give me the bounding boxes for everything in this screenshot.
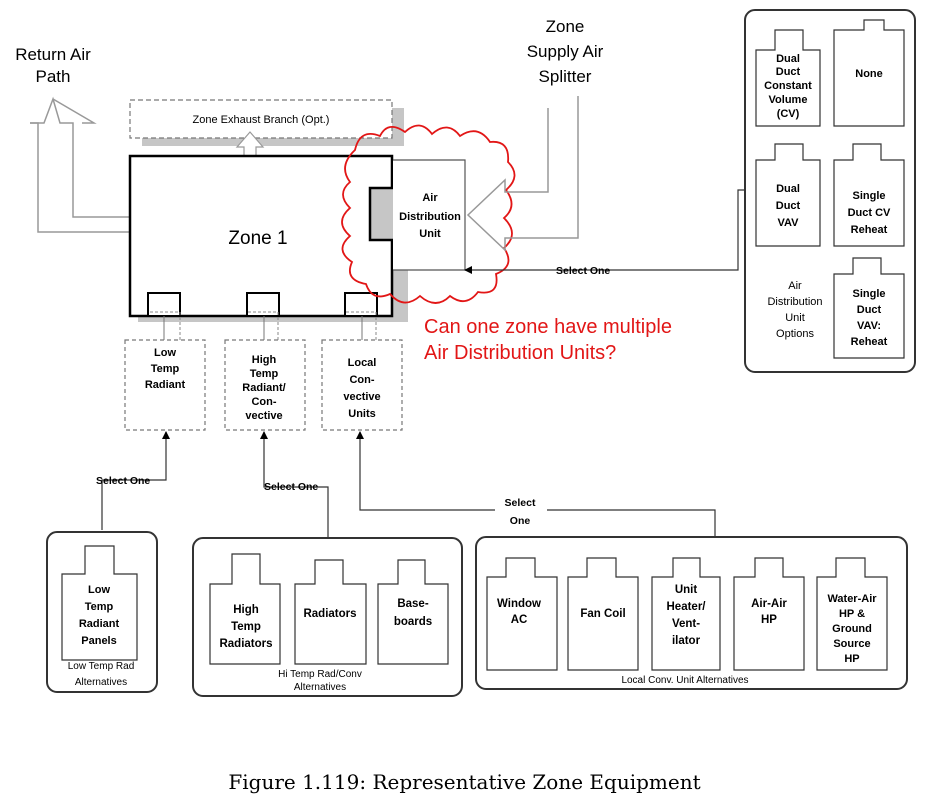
adu-option-4-line1: Single — [852, 190, 885, 202]
low-alt-label-line1: Low Temp Rad — [68, 661, 135, 672]
hi-alt-2-line1: Radiators — [303, 608, 356, 620]
adu-option-3-line1: Dual — [776, 183, 800, 195]
local-line1: Local — [348, 357, 377, 369]
zone-1-label: Zone 1 — [228, 228, 287, 249]
hi-alt-3-line1: Base- — [397, 598, 428, 610]
hi-alt-1-line3: Radiators — [219, 638, 272, 650]
adu-options-label-line1: Air — [788, 280, 802, 292]
low-temp-alternatives: Low Temp Radiant Panels Low Temp Rad Alt… — [46, 531, 158, 693]
adu-option-4-line2: Duct CV — [848, 207, 891, 219]
adu-option-5-line4: Reheat — [851, 336, 888, 348]
zone-equipment-types: Low Temp Radiant High Temp Radiant/ Con-… — [124, 311, 403, 431]
question-line2: Air Distribution Units? — [424, 342, 616, 364]
low-temp-line3: Radiant — [145, 379, 186, 391]
question-cloud: Can one zone have multiple Air Distribut… — [341, 124, 672, 364]
local-alt-3-line2: Heater/ — [667, 601, 707, 613]
adu-option-5-line3: VAV: — [857, 320, 881, 332]
zone-supply-label-line3: Splitter — [539, 67, 592, 86]
local-select-label-line2: One — [510, 515, 531, 527]
hi-alt-1-line2: Temp — [231, 621, 261, 633]
adu-select-one-label: Select One — [556, 265, 610, 277]
zone-exhaust-branch: Zone Exhaust Branch (Opt.) — [129, 99, 404, 155]
adu-option-1-line5: (CV) — [777, 108, 800, 120]
figure-caption: Figure 1.119: Representative Zone Equipm… — [228, 770, 701, 794]
local-alt-3-line1: Unit — [675, 584, 698, 596]
zone-supply-label-line1: Zone — [546, 17, 585, 36]
local-line2: Con- — [349, 374, 374, 386]
adu-options-panel: Dual Duct Constant Volume (CV) None Dual… — [744, 9, 916, 373]
question-line1: Can one zone have multiple — [424, 316, 672, 338]
zone-supply-air-splitter: Zone Supply Air Splitter — [466, 17, 604, 252]
local-alt-2-line1: Fan Coil — [580, 608, 625, 620]
low-temp-line2: Temp — [151, 363, 180, 375]
high-temp-line4: Con- — [251, 396, 276, 408]
zone-1-box: Zone 1 — [128, 154, 408, 322]
low-select-one-label: Select One — [96, 475, 150, 487]
zone-equipment-diagram: Return Air Path Zone Exhaust Branch (Opt… — [15, 9, 916, 697]
high-temp-line3: Radiant/ — [242, 382, 285, 394]
local-alt-5-line5: HP — [844, 653, 859, 665]
adu-select-connector: Select One — [464, 189, 745, 277]
alternative-connectors: Select One Select One Select One — [96, 431, 716, 538]
local-alt-1-line1: Window — [497, 598, 541, 610]
local-alt-4-line1: Air-Air — [751, 598, 787, 610]
adu-option-1-line1: Dual — [776, 53, 800, 65]
low-temp-line1: Low — [154, 347, 176, 359]
local-line3: vective — [343, 391, 380, 403]
low-alt-1-line1: Low — [88, 584, 110, 596]
adu-options-label-line3: Unit — [785, 312, 805, 324]
local-alt-3-line4: ilator — [672, 635, 701, 647]
high-temp-line5: vective — [245, 410, 282, 422]
adu-option-2-line1: None — [855, 68, 883, 80]
adu-label-line1: Air — [422, 192, 438, 204]
adu-option-1-line2: Duct — [776, 66, 801, 78]
local-alt-5-line3: Ground — [832, 623, 872, 635]
hi-temp-alternatives: High Temp Radiators Radiators Base- boar… — [192, 537, 463, 697]
hi-alt-label-line2: Alternatives — [294, 682, 346, 693]
local-alt-5-line4: Source — [833, 638, 870, 650]
adu-option-5-line2: Duct — [857, 304, 882, 316]
local-conv-alternatives: Window AC Fan Coil Unit Heater/ Vent- il… — [475, 536, 908, 690]
hi-alt-1-line1: High — [233, 604, 259, 616]
return-air-label-line1: Return Air — [15, 45, 91, 64]
adu-option-3-line3: VAV — [778, 217, 800, 229]
adu-option-4-line3: Reheat — [851, 224, 888, 236]
low-alt-label-line2: Alternatives — [75, 677, 127, 688]
local-alt-4-line2: HP — [761, 614, 777, 626]
local-select-label-line1: Select — [505, 497, 536, 509]
low-alt-1-line4: Panels — [81, 635, 116, 647]
local-alt-1-line2: AC — [511, 614, 528, 626]
return-air-path: Return Air Path — [15, 45, 132, 233]
local-alt-5-line1: Water-Air — [827, 593, 877, 605]
local-alt-5-line2: HP & — [839, 608, 865, 620]
adu-option-1-line3: Constant — [764, 80, 812, 92]
local-line4: Units — [348, 408, 376, 420]
adu-option-1-line4: Volume — [769, 94, 808, 106]
low-alt-1-line3: Radiant — [79, 618, 120, 630]
air-distribution-unit: Air Distribution Unit — [393, 159, 466, 271]
return-air-label-line2: Path — [36, 67, 71, 86]
adu-options-label-line2: Distribution — [767, 296, 822, 308]
adu-label-line3: Unit — [419, 228, 441, 240]
adu-option-3-line2: Duct — [776, 200, 801, 212]
hi-alt-label-line1: Hi Temp Rad/Conv — [278, 669, 362, 680]
zone-exhaust-label: Zone Exhaust Branch (Opt.) — [193, 114, 330, 126]
low-alt-1-line2: Temp — [85, 601, 114, 613]
zone-supply-label-line2: Supply Air — [527, 42, 604, 61]
high-temp-line1: High — [252, 354, 277, 366]
high-select-one-label: Select One — [264, 481, 318, 493]
high-temp-line2: Temp — [250, 368, 279, 380]
adu-options-label-line4: Options — [776, 328, 814, 340]
adu-label-line2: Distribution — [399, 211, 461, 223]
hi-alt-3-line2: boards — [394, 616, 432, 628]
adu-option-5-line1: Single — [852, 288, 885, 300]
local-alt-label: Local Conv. Unit Alternatives — [621, 675, 748, 686]
local-alt-3-line3: Vent- — [672, 618, 700, 630]
